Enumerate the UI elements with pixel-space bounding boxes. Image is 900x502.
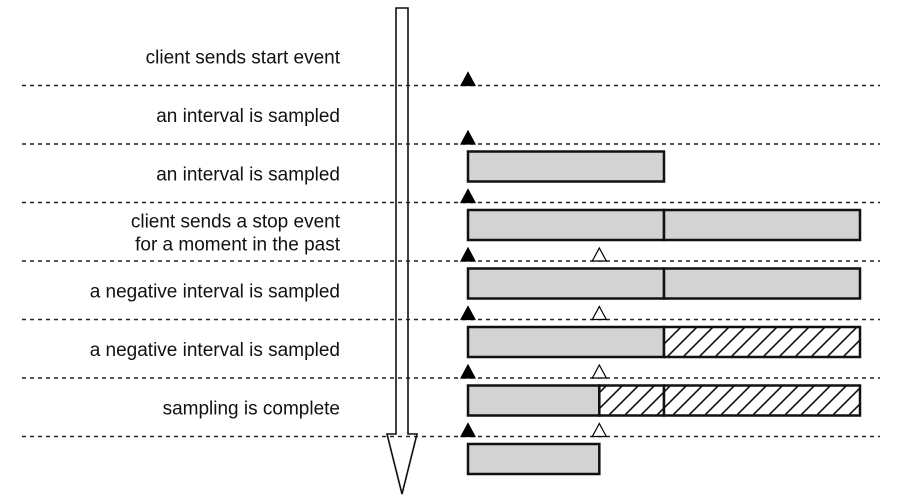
interval-bar (466, 267, 666, 300)
interval-bar (466, 208, 666, 242)
step-label: for a moment in the past (135, 234, 341, 255)
interval-bar (466, 442, 601, 476)
time-arrow (385, 7, 419, 495)
step-label: sampling is complete (163, 398, 340, 419)
stop-event-marker (591, 305, 608, 321)
start-event-marker (459, 422, 477, 438)
stop-event-marker (591, 422, 608, 438)
negative-interval-bar (598, 384, 666, 417)
interval-bar (662, 267, 862, 300)
interval-bar (466, 325, 666, 359)
interval-bar (662, 208, 862, 242)
start-event-marker (459, 129, 477, 145)
stop-event-marker (591, 246, 608, 262)
start-event-marker (459, 246, 477, 262)
step-label: a negative interval is sampled (90, 281, 340, 302)
interval-bar (466, 384, 601, 417)
step-label: client sends start event (146, 47, 341, 68)
step-label: client sends a stop event (131, 211, 341, 232)
start-event-marker (459, 188, 477, 204)
negative-interval-bar (662, 325, 862, 359)
stop-event-marker (591, 363, 608, 379)
step-label: an interval is sampled (156, 164, 340, 185)
start-event-marker (459, 71, 477, 87)
interval-bar (466, 150, 666, 183)
negative-interval-bar (662, 384, 862, 417)
start-event-marker (459, 305, 477, 321)
step-label: an interval is sampled (156, 106, 340, 127)
start-event-marker (459, 363, 477, 379)
step-label: a negative interval is sampled (90, 340, 340, 361)
